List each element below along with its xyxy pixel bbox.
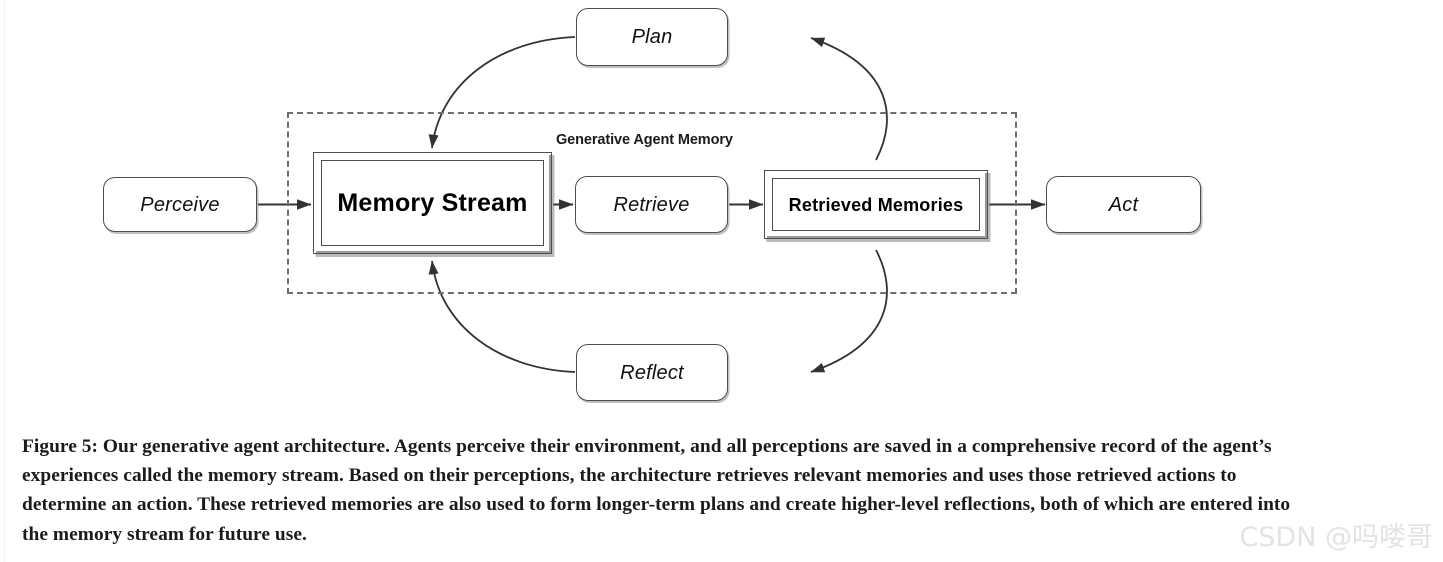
- node-retrieve[interactable]: Retrieve: [575, 176, 728, 233]
- edge-reflect-to-memory-stream: [428, 260, 576, 373]
- node-plan-label: Plan: [631, 26, 673, 48]
- csdn-watermark: CSDN @吗喽哥: [1239, 522, 1433, 553]
- page-left-rule: [4, 0, 5, 562]
- diagram-connectors: [258, 36, 1046, 373]
- node-retrieved-memories-label: Retrieved Memories: [788, 194, 964, 215]
- generative-agent-memory-boundary: [287, 112, 1017, 294]
- node-perceive[interactable]: Perceive: [103, 177, 257, 232]
- edge-plan-to-memory-stream: [428, 36, 576, 149]
- figure-diagram: Generative Agent Memory Perceive Memory …: [103, 8, 1201, 401]
- edge-retrieved-memories-to-plan: [810, 37, 888, 161]
- edge-retrieved-memories-to-reflect: [810, 249, 888, 373]
- node-retrieved-memories[interactable]: Retrieved Memories: [764, 170, 988, 239]
- node-act[interactable]: Act: [1046, 176, 1201, 233]
- node-memory-stream-inner: Memory Stream: [321, 160, 544, 246]
- generative-agent-memory-label: Generative Agent Memory: [556, 132, 733, 148]
- node-retrieve-label: Retrieve: [613, 193, 690, 216]
- figure-caption: Figure 5: Our generative agent architect…: [22, 436, 1291, 545]
- node-memory-stream-label: Memory Stream: [337, 188, 528, 217]
- node-perceive-label: Perceive: [140, 193, 220, 216]
- node-retrieved-memories-inner: Retrieved Memories: [772, 178, 980, 231]
- node-reflect-label: Reflect: [620, 361, 684, 384]
- node-reflect[interactable]: Reflect: [576, 344, 728, 401]
- node-act-label: Act: [1108, 193, 1139, 216]
- node-memory-stream[interactable]: Memory Stream: [313, 152, 552, 254]
- node-plan[interactable]: Plan: [576, 8, 728, 66]
